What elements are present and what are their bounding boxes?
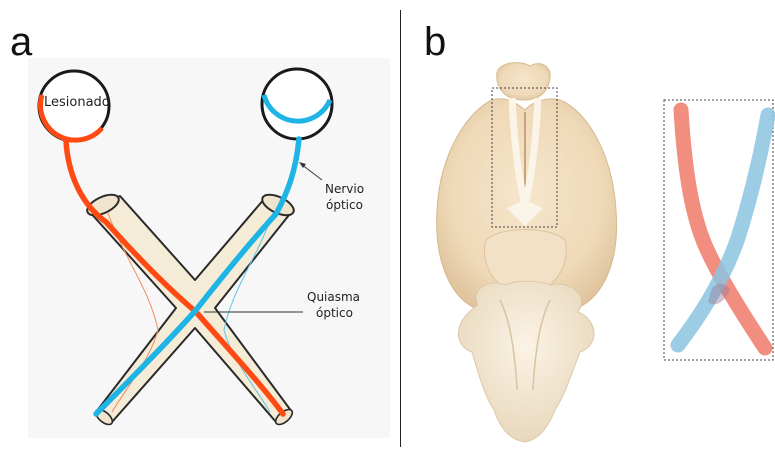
- label-quiasma: Quiasma: [307, 290, 360, 304]
- inset-overlay: [678, 110, 768, 348]
- brain-photo: [437, 63, 617, 442]
- label-quiasma-optico: óptico: [316, 306, 353, 320]
- label-nervio-optico: óptico: [326, 198, 363, 212]
- label-lesionado: Lesionado: [44, 95, 110, 110]
- brain-panel: [400, 0, 775, 449]
- label-nervio: Nervio: [325, 182, 364, 196]
- chiasm-diagram: Lesionado Nervio óptico Quiasma óptico: [0, 0, 400, 449]
- right-eye: [262, 69, 332, 139]
